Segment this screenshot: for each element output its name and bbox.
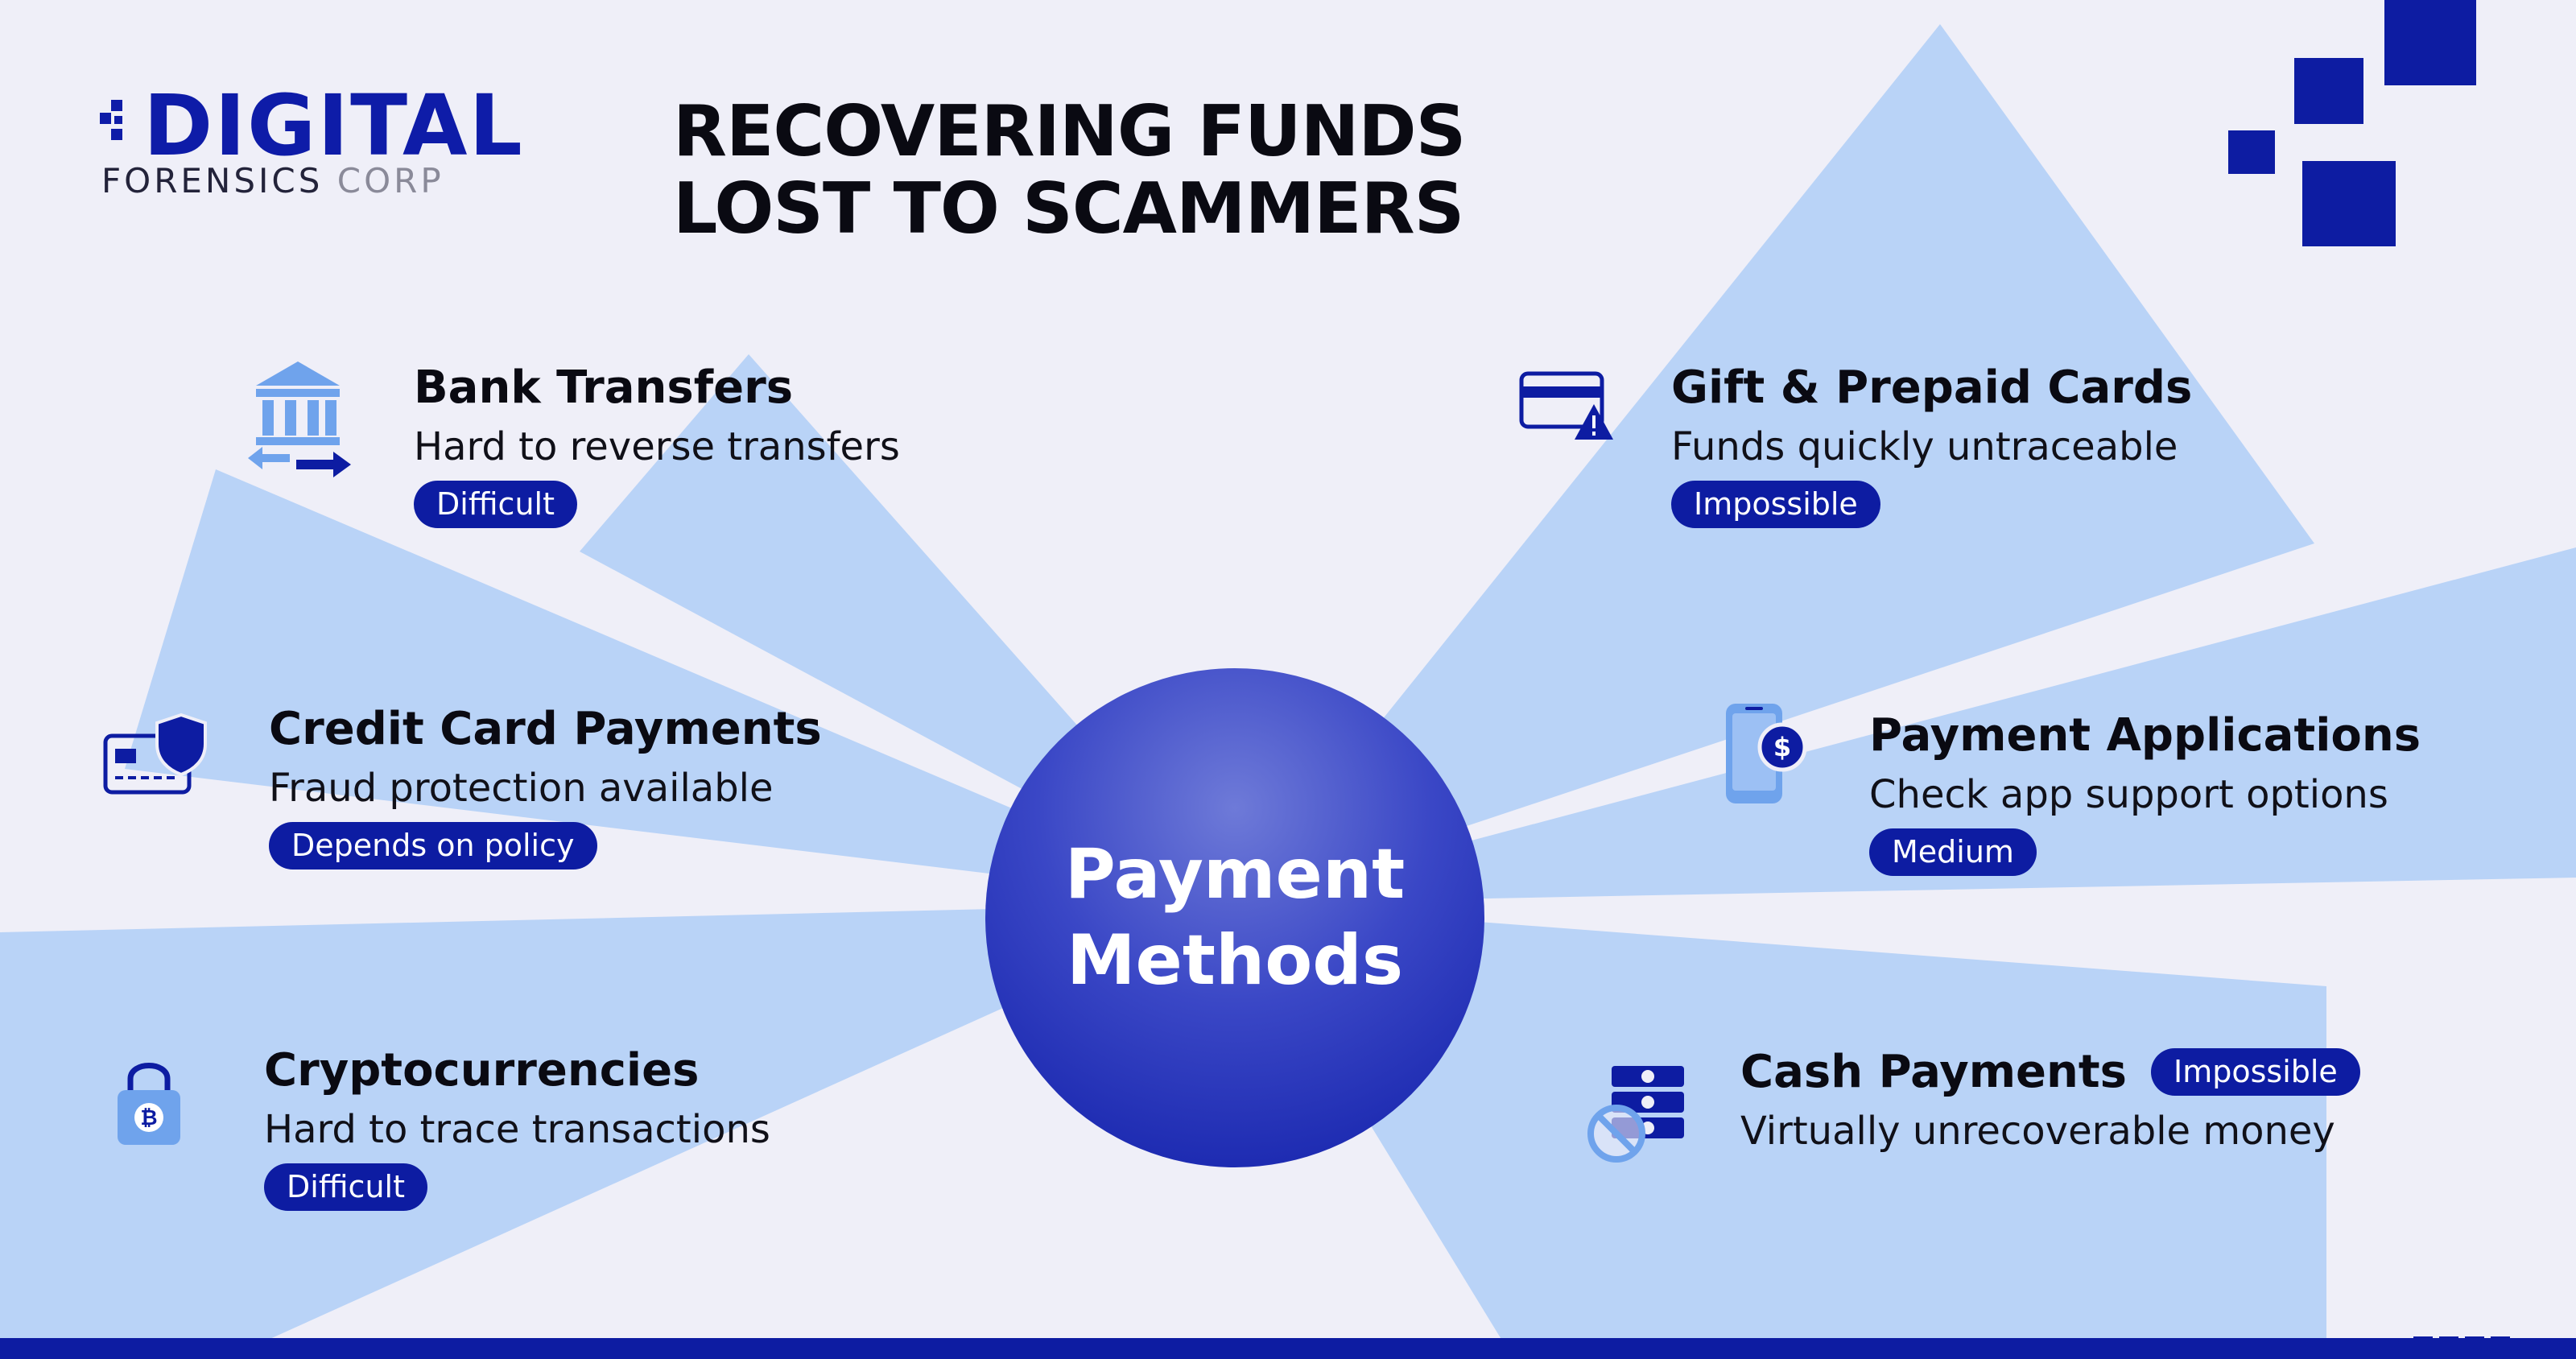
bitcoin-lock-icon: ₿: [118, 1063, 180, 1145]
recoverability-badge: Difficult: [414, 480, 577, 529]
recoverability-badge: Difficult: [264, 1163, 427, 1212]
recoverability-badge: Impossible: [2151, 1047, 2360, 1097]
recoverability-badge: Depends on policy: [269, 821, 597, 870]
recoverability-badge: Impossible: [1671, 480, 1880, 529]
bank-transfer-icon: [248, 361, 351, 477]
logo-subtitle: FORENSICS CORP: [101, 161, 444, 200]
method-title: Bank Transfers: [414, 361, 794, 414]
logo-wordmark: DIGITAL: [143, 76, 524, 175]
method-cryptocurrencies: Cryptocurrencies Hard to trace transacti…: [264, 1043, 770, 1212]
method-bank-transfers: Bank Transfers Hard to reverse transfers…: [414, 361, 900, 529]
method-cash-payments: Cash Payments Impossible Virtually unrec…: [1740, 1045, 2360, 1155]
center-label-line-2: Methods: [1066, 920, 1404, 1001]
card-warning-icon: [1519, 371, 1613, 440]
title-line-2: LOST TO SCAMMERS: [673, 167, 1464, 250]
phone-dollar-icon: $: [1726, 704, 1807, 803]
recoverability-badge: Medium: [1869, 828, 2037, 877]
decor-square: [2302, 161, 2396, 246]
ray-gift-cards: [1235, 24, 2314, 903]
method-description: Check app support options: [1869, 772, 2388, 818]
footer-bar: [0, 1338, 2576, 1359]
no-cash-icon: [1587, 1066, 1684, 1163]
method-title: Cryptocurrencies: [264, 1044, 700, 1097]
method-gift-prepaid-cards: Gift & Prepaid Cards Funds quickly untra…: [1671, 361, 2193, 529]
method-title: Gift & Prepaid Cards: [1671, 361, 2193, 414]
ray-cash: [1235, 903, 2326, 1359]
decor-square: [2228, 130, 2275, 174]
svg-text:$: $: [1773, 732, 1791, 762]
method-description: Fraud protection available: [269, 766, 774, 812]
decor-square: [2294, 58, 2363, 124]
center-label-line-1: Payment: [1064, 833, 1406, 915]
method-credit-card-payments: Credit Card Payments Fraud protection av…: [269, 702, 822, 870]
method-description: Hard to reverse transfers: [414, 424, 900, 470]
method-title-row: Cash Payments Impossible: [1740, 1045, 2360, 1099]
company-logo: DIGITAL FORENSICS CORP: [97, 84, 522, 203]
method-payment-applications: Payment Applications Check app support o…: [1869, 708, 2421, 877]
page-title: RECOVERING FUNDS LOST TO SCAMMERS: [673, 90, 1466, 250]
decor-square: [2384, 0, 2476, 85]
method-description: Virtually unrecoverable money: [1740, 1109, 2335, 1155]
ray-credit-card: [125, 469, 1235, 903]
credit-card-shield-icon: [103, 713, 207, 795]
method-description: Funds quickly untraceable: [1671, 424, 2178, 470]
method-title: Credit Card Payments: [269, 703, 822, 755]
svg-text:₿: ₿: [140, 1106, 157, 1130]
ray-crypto: [0, 903, 1235, 1359]
logo-pixel-icon: [100, 100, 122, 140]
method-title: Cash Payments: [1740, 1046, 2127, 1098]
method-description: Hard to trace transactions: [264, 1107, 770, 1153]
method-title: Payment Applications: [1869, 709, 2421, 762]
ray-payment-apps: [1235, 547, 2576, 903]
center-hub: Payment Methods: [985, 668, 1484, 1167]
title-line-1: RECOVERING FUNDS: [673, 90, 1466, 172]
